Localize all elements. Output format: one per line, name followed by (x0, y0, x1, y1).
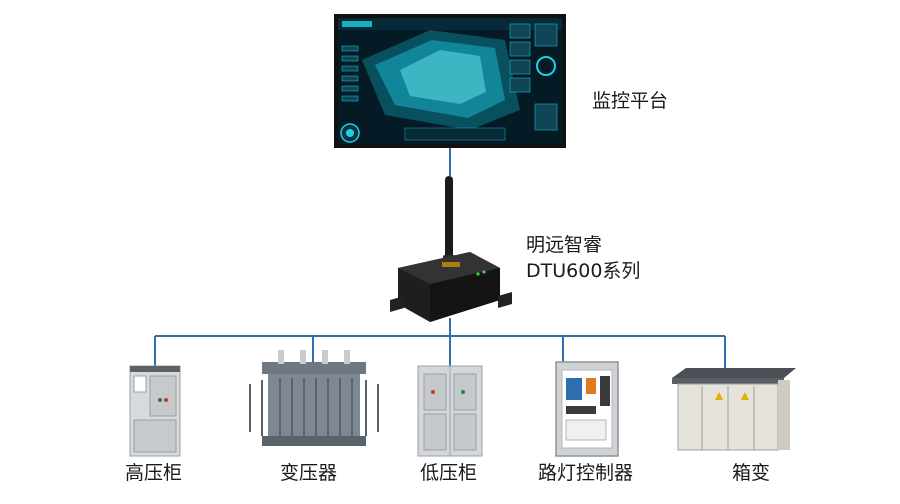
high-voltage-cabinet-image (129, 365, 181, 457)
dtu-device (390, 176, 512, 322)
device-label-street-light-controller: 路灯控制器 (538, 462, 634, 484)
device-label-high-voltage-cabinet: 高压柜 (125, 462, 183, 484)
platform-label: 监控平台 (592, 90, 669, 112)
dtu-label-line1: 明远智睿 (526, 234, 603, 256)
transformer-image (249, 350, 379, 446)
dtu-label: 明远智睿 DTU600系列 (526, 232, 640, 284)
dtu-label-line2: DTU600系列 (526, 260, 641, 282)
device-label-transformer: 变压器 (280, 462, 338, 484)
device-label-low-voltage-cabinet: 低压柜 (420, 462, 478, 484)
low-voltage-cabinet-image (417, 365, 483, 457)
connector-lines (154, 148, 726, 368)
box-substation-image (672, 368, 796, 451)
device-label-box-substation: 箱变 (732, 462, 771, 484)
street-light-controller-image (555, 361, 619, 457)
monitoring-platform-screen (334, 14, 566, 148)
